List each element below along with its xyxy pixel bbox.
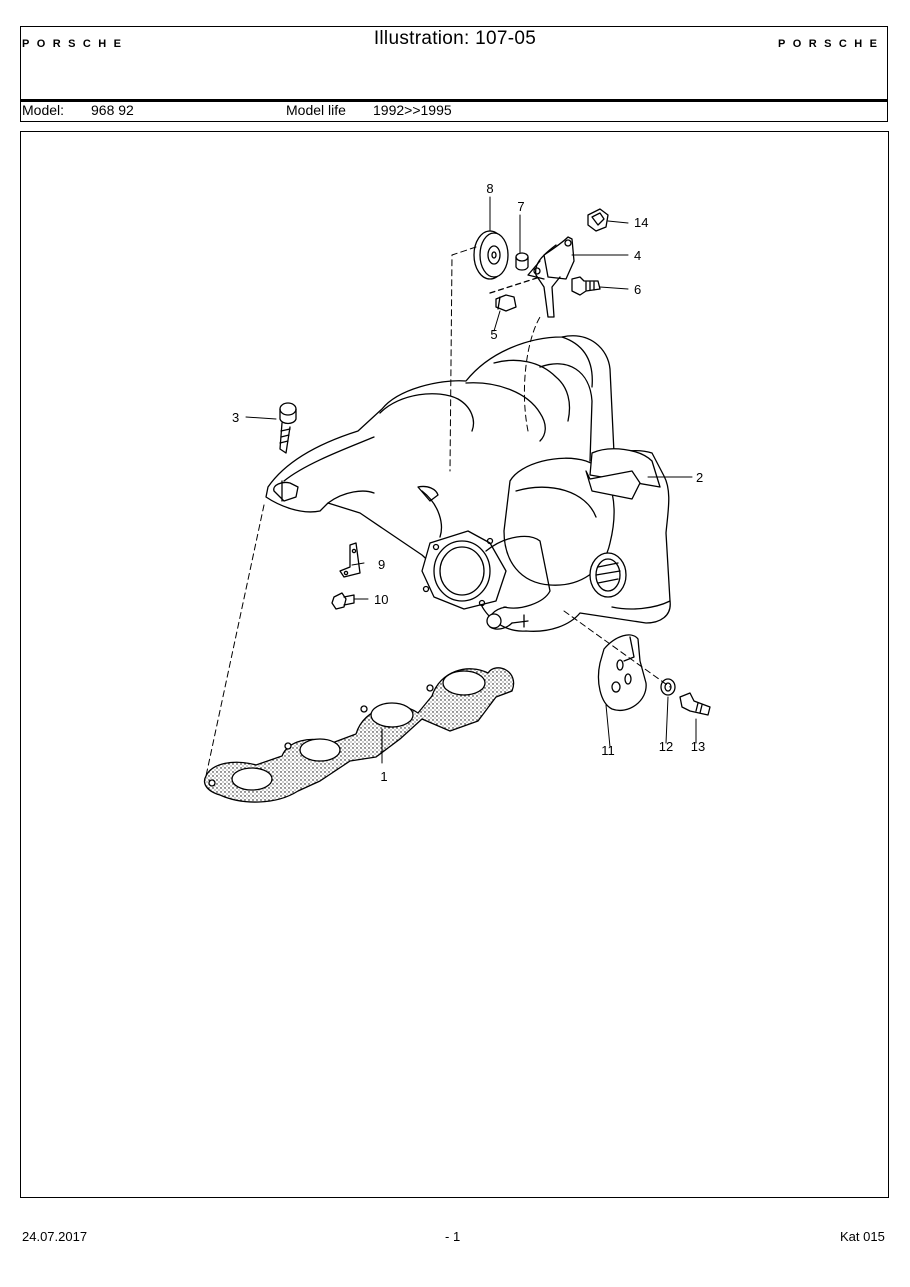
washer-12 [660, 678, 676, 696]
gasket-part [203, 667, 515, 803]
callout-9: 9 [378, 557, 385, 572]
callout-8: 8 [486, 181, 493, 196]
callout-12: 12 [659, 739, 673, 754]
header-rule [20, 99, 888, 102]
page-title: Illustration: 107-05 [373, 28, 537, 49]
leader-lines [245, 196, 697, 764]
callout-4: 4 [634, 248, 641, 263]
bracket-9 [339, 542, 361, 578]
bolt-10 [331, 592, 355, 610]
model-life-label: Model life [286, 102, 346, 118]
bolt-13 [679, 692, 711, 716]
bracket-11 [597, 634, 647, 711]
callout-2: 2 [696, 470, 703, 485]
porsche-logo-left: PORSCHE [22, 38, 121, 50]
callout-1: 1 [380, 769, 387, 784]
footer-catalog: Kat 015 [840, 1229, 885, 1244]
callout-7: 7 [517, 199, 524, 214]
header-box [20, 26, 888, 122]
callout-11: 11 [601, 743, 615, 758]
callout-10: 10 [374, 592, 388, 607]
callout-3: 3 [232, 410, 239, 425]
bolt-5 [489, 276, 541, 312]
exploded-parts-diagram: 1 2 3 4 5 6 7 8 9 10 11 12 13 14 [203, 181, 711, 803]
callout-6: 6 [634, 282, 641, 297]
throttle-flange [421, 530, 551, 630]
footer-date: 24.07.2017 [22, 1229, 88, 1244]
clip-14 [587, 208, 609, 232]
model-value: 968 92 [91, 102, 134, 118]
callout-labels: 1 2 3 4 5 6 7 8 9 10 11 12 13 14 [232, 181, 705, 784]
assembly-lines [205, 246, 671, 777]
illustration-frame [20, 131, 889, 1198]
footer-page: - 1 [445, 1229, 461, 1244]
callout-14: 14 [634, 215, 648, 230]
model-label: Model: [22, 102, 65, 118]
grommet-8 [473, 230, 509, 280]
callout-13: 13 [691, 739, 705, 754]
manifold-body [265, 335, 671, 632]
bracket-part [527, 236, 575, 318]
porsche-logo-right: PORSCHE [778, 38, 877, 50]
bolt-6 [571, 276, 601, 296]
spacer-7 [515, 252, 529, 271]
callout-5: 5 [490, 327, 497, 342]
bolt-3 [279, 402, 297, 454]
model-life-value: 1992>>1995 [373, 102, 452, 118]
